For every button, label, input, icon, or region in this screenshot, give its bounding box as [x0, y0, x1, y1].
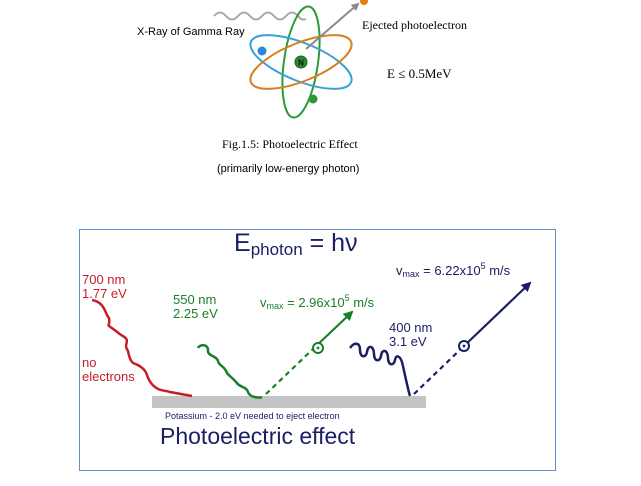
ejected-electron-arrow — [305, 2, 360, 50]
green-electron-arrow — [313, 310, 354, 349]
electron-green — [308, 94, 318, 104]
blue-electron-core — [462, 344, 466, 348]
blue-photon-wave — [348, 342, 412, 397]
green-vmax-label: vmax = 2.96x105 m/s — [260, 293, 375, 311]
xray-label: X-Ray of Gamma Ray — [137, 26, 245, 38]
photon-energy-equation: Ephoton = hν — [234, 229, 358, 259]
electron-blue — [257, 46, 267, 56]
ejected-electron — [360, 0, 368, 5]
blue-electron-arrow — [463, 281, 532, 347]
green-electron-core — [316, 346, 320, 350]
orbit-orange — [249, 34, 353, 90]
orbit-blue — [249, 34, 353, 90]
ejected-photoelectron-label: Ejected photoelectron — [362, 18, 467, 32]
incoming-xray-wave — [213, 11, 307, 21]
blue-vmax-label: vmax = 6.22x105 m/s — [396, 261, 511, 279]
blue-electron-path — [413, 345, 465, 395]
orbit-green — [281, 5, 321, 119]
potassium-surface — [152, 396, 426, 408]
panel-title: Photoelectric effect — [160, 423, 356, 449]
energy-label: E ≤ 0.5MeV — [387, 66, 452, 81]
photoelectric-diagram — [91, 281, 532, 408]
green-electron-path — [265, 347, 315, 395]
metal-label: Potassium - 2.0 eV needed to eject elect… — [165, 411, 340, 421]
figure-caption: Fig.1.5: Photoelectric Effect — [222, 137, 358, 151]
nucleus — [294, 55, 308, 69]
green-photon-wave — [196, 344, 263, 399]
figure-subcaption: (primarily low-energy photon) — [217, 163, 360, 175]
red-photon-wave — [91, 298, 193, 398]
nucleus-label: N — [298, 59, 304, 68]
atom-diagram: N — [213, 0, 368, 119]
